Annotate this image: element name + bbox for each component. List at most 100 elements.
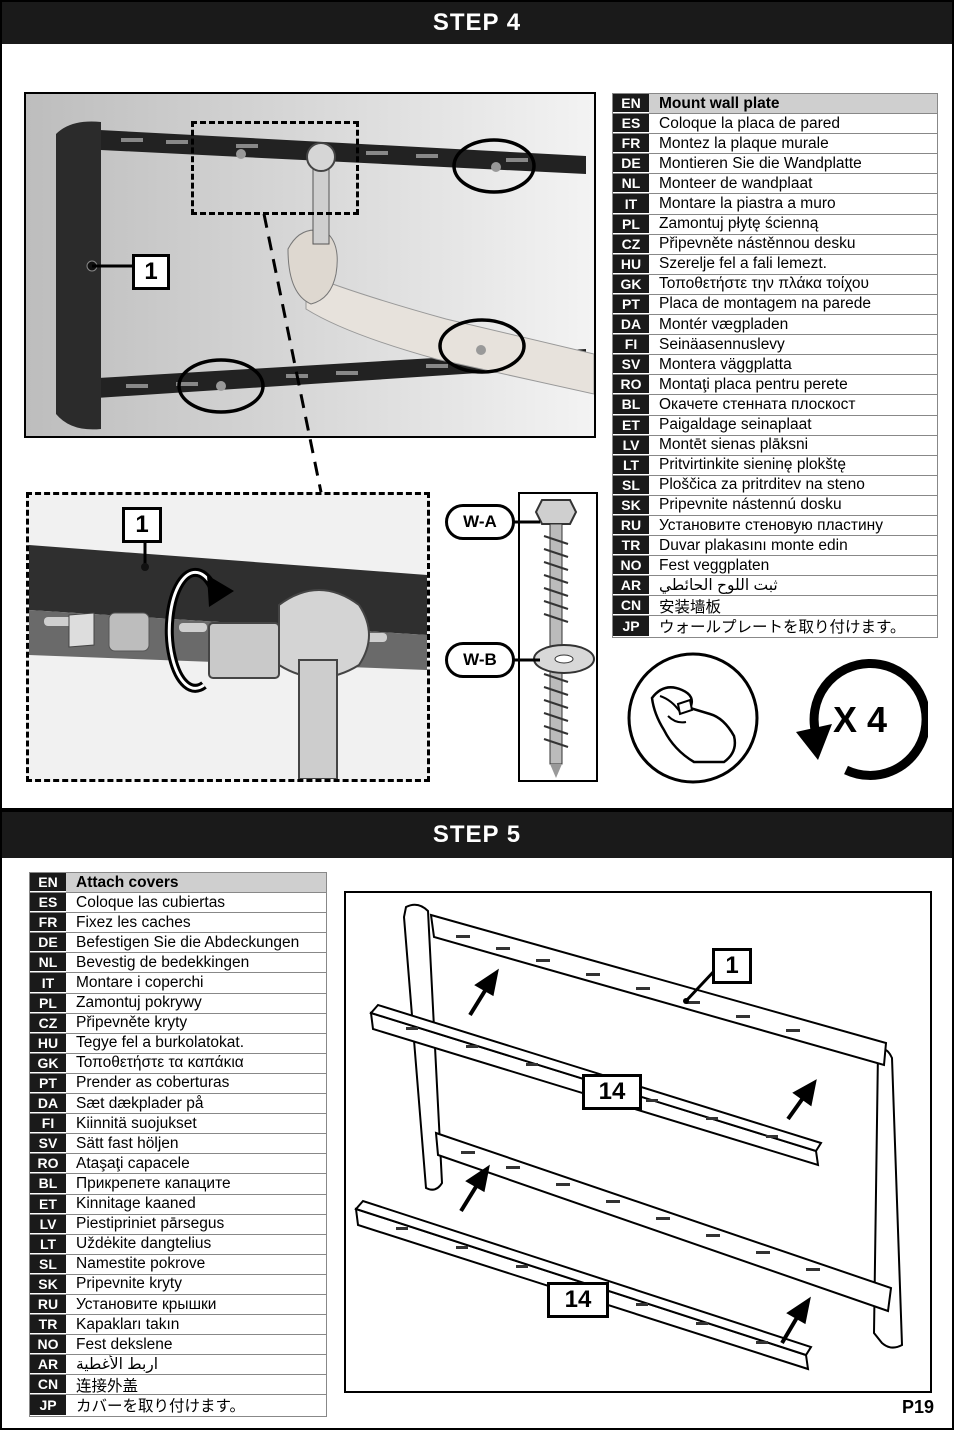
language-instruction-text: اربط الأغطية bbox=[76, 1356, 159, 1374]
language-row-de: DE Montieren Sie die Wandplatte bbox=[613, 154, 937, 175]
language-code: SL bbox=[30, 1254, 66, 1274]
language-code: JP bbox=[30, 1395, 66, 1416]
language-instruction-text: Pripevnite nástennú dosku bbox=[659, 496, 842, 514]
language-instruction-text: Paigaldage seinaplaat bbox=[659, 416, 812, 434]
language-instruction-text: Duvar plakasını monte edin bbox=[659, 536, 848, 554]
language-instruction-text: Befestigen Sie die Abdeckungen bbox=[76, 933, 300, 951]
language-instruction-text: Montare la piastra a muro bbox=[659, 195, 836, 213]
language-instruction-text: Τοποθετήστε την πλάκα τοίχου bbox=[659, 275, 870, 293]
language-code: ET bbox=[613, 415, 649, 435]
language-code: CN bbox=[613, 596, 649, 616]
attach-covers-diagram bbox=[344, 891, 932, 1393]
language-instruction-text: Bevestig de bedekkingen bbox=[76, 953, 250, 971]
language-row-nl: NL Monteer de wandplaat bbox=[613, 174, 937, 195]
language-code: RU bbox=[30, 1294, 66, 1315]
language-instruction-text: Pritvirtinkite sieninę plokštę bbox=[659, 456, 846, 474]
language-code: HU bbox=[30, 1033, 66, 1053]
language-code: CZ bbox=[613, 234, 649, 254]
language-code: SK bbox=[30, 1274, 66, 1294]
language-instruction-text: Ploščica za pritrditev na steno bbox=[659, 476, 865, 494]
language-code: GK bbox=[613, 274, 649, 294]
language-instruction-text: Kinnitage kaaned bbox=[76, 1195, 196, 1213]
language-instruction-text: Fixez les caches bbox=[76, 913, 191, 931]
language-instruction-text: Fest dekslene bbox=[76, 1335, 173, 1353]
language-code: DA bbox=[30, 1094, 66, 1114]
language-row-sk: SK Pripevnite kryty bbox=[30, 1274, 326, 1295]
language-row-hu: HU Tegye fel a burkolatokat. bbox=[30, 1033, 326, 1054]
language-instruction-text: Prender as coberturas bbox=[76, 1074, 230, 1092]
language-row-da: DA Montér vægpladen bbox=[613, 315, 937, 336]
part-callout-1: 1 bbox=[132, 254, 170, 290]
language-instruction-text: Piestipriniet pārsegus bbox=[76, 1215, 225, 1233]
language-code: DA bbox=[613, 315, 649, 335]
hardware-label-wa: W-A bbox=[445, 504, 515, 540]
language-code: SK bbox=[613, 495, 649, 515]
language-instruction-text: Monteer de wandplaat bbox=[659, 174, 813, 192]
language-instruction-text: Kapakları takın bbox=[76, 1315, 180, 1333]
language-code: LV bbox=[613, 435, 649, 455]
language-code: RO bbox=[30, 1154, 66, 1174]
language-instruction-text: Montér vægpladen bbox=[659, 315, 789, 333]
language-row-lt: LT Uždėkite dangtelius bbox=[30, 1234, 326, 1255]
language-code: IT bbox=[613, 194, 649, 214]
language-code: ET bbox=[30, 1194, 66, 1214]
language-code: CN bbox=[30, 1375, 66, 1395]
part-callout-14-top: 14 bbox=[582, 1074, 642, 1110]
language-code: TR bbox=[613, 536, 649, 556]
page-number: P19 bbox=[901, 1397, 934, 1417]
language-code: CZ bbox=[30, 1013, 66, 1033]
language-row-da: DA Sæt dækplader på bbox=[30, 1094, 326, 1115]
section-divider bbox=[2, 808, 952, 812]
language-code: PL bbox=[30, 993, 66, 1013]
language-instruction-text: ウォールプレートを取り付けます。 bbox=[659, 618, 906, 637]
wall-plate-photo bbox=[24, 92, 596, 438]
language-instruction-text: Uždėkite dangtelius bbox=[76, 1235, 212, 1253]
language-row-sl: SL Namestite pokrove bbox=[30, 1254, 326, 1275]
language-instruction-text: Τοποθετήστε τα καπάκια bbox=[76, 1054, 244, 1072]
language-instruction-text: Mount wall plate bbox=[649, 94, 937, 114]
language-code: SV bbox=[30, 1134, 66, 1154]
language-code: NO bbox=[613, 556, 649, 576]
language-row-et: ET Kinnitage kaaned bbox=[30, 1194, 326, 1215]
language-code: NL bbox=[613, 174, 649, 194]
language-code: DE bbox=[613, 154, 649, 174]
language-instruction-text: Montieren Sie die Wandplatte bbox=[659, 154, 862, 172]
screw-washer-panel bbox=[518, 492, 598, 782]
language-instruction-text: Sæt dækplader på bbox=[76, 1094, 204, 1112]
language-instruction-text: Seinäasennuslevy bbox=[659, 335, 785, 353]
language-instruction-text: Namestite pokrove bbox=[76, 1255, 206, 1273]
language-instruction-text: Zamontuj płytę ścienną bbox=[659, 215, 819, 233]
language-code: ES bbox=[613, 114, 649, 134]
part-callout-1-step5: 1 bbox=[712, 948, 752, 984]
language-code: FI bbox=[30, 1114, 66, 1134]
language-row-it: IT Montare la piastra a muro bbox=[613, 194, 937, 215]
language-instruction-text: Pripevnite kryty bbox=[76, 1275, 182, 1293]
language-code: LV bbox=[30, 1214, 66, 1234]
language-code: AR bbox=[30, 1355, 66, 1375]
language-instruction-text: Установите стеновую пластину bbox=[659, 516, 883, 534]
language-instruction-text: Tegye fel a burkolatokat. bbox=[76, 1034, 245, 1052]
language-code: LT bbox=[30, 1234, 66, 1254]
language-instruction-text: Montez la plaque murale bbox=[659, 134, 829, 152]
language-code: SV bbox=[613, 355, 649, 375]
wall-plate-mounting-illustration bbox=[26, 94, 594, 436]
language-code: RO bbox=[613, 375, 649, 395]
language-code: GK bbox=[30, 1053, 66, 1073]
step4-title: STEP 4 bbox=[2, 2, 952, 44]
step5-title: STEP 5 bbox=[2, 812, 952, 858]
